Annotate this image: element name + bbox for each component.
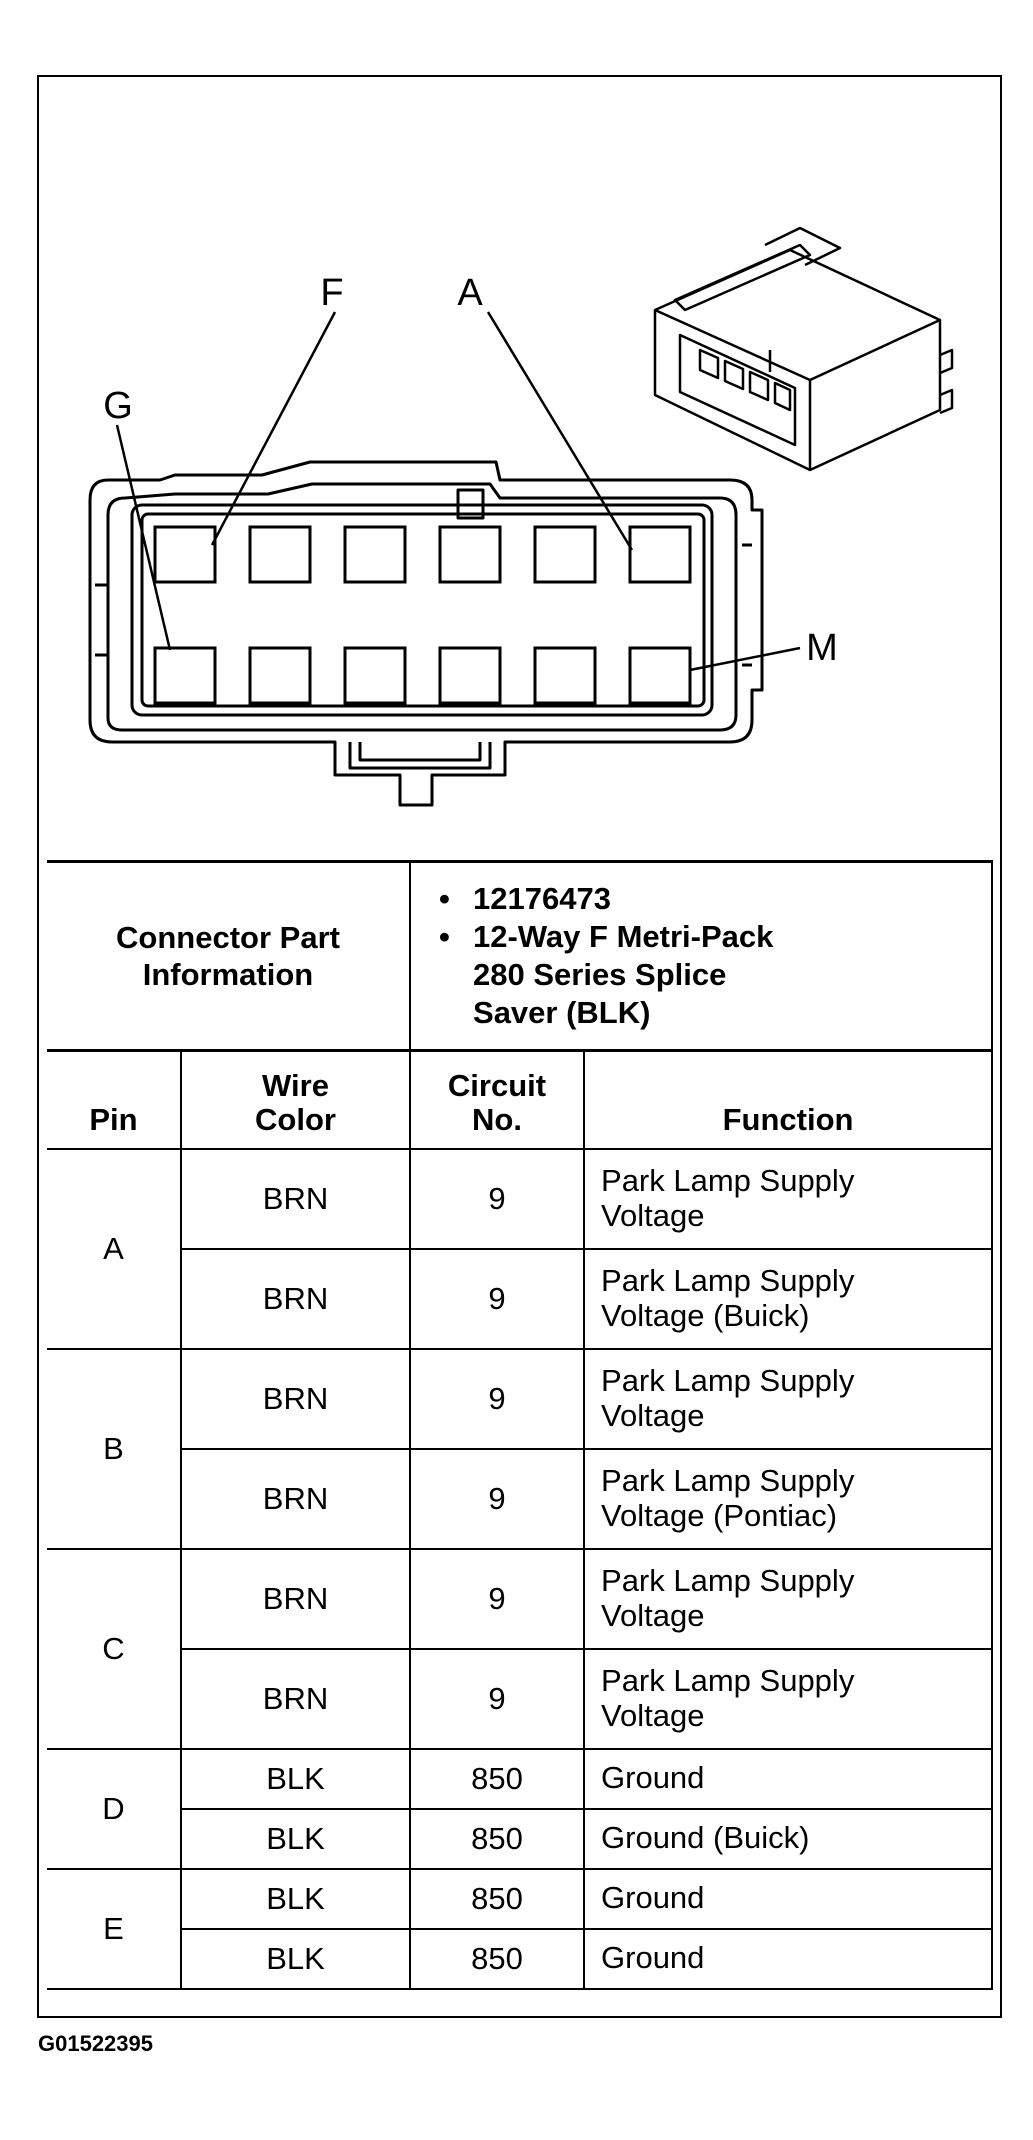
wire-color-cell: BRN [179, 1648, 411, 1750]
function-cell: Ground [583, 1748, 994, 1810]
function-cell: Ground [583, 1928, 994, 1990]
wire-color-cell: BRN [179, 1348, 411, 1450]
cavity-a [628, 525, 692, 584]
table-row: BLK 850 Ground (Buick) [47, 1808, 994, 1870]
pin-cell: D [47, 1748, 181, 1870]
connector-housing-outline [88, 460, 764, 807]
locking-tab [456, 488, 485, 520]
connector-info-label: Connector Part Information [47, 860, 411, 1052]
cavity-e [248, 525, 312, 584]
cavity-h [248, 646, 312, 705]
wire-color-cell: BLK [179, 1748, 411, 1810]
table-row: BLK 850 Ground [47, 1928, 994, 1990]
circuit-cell: 9 [409, 1648, 585, 1750]
function-cell: Ground [583, 1868, 994, 1930]
connector-isometric-icon [653, 226, 954, 472]
cavity-m [628, 646, 692, 705]
leader-a [486, 311, 634, 551]
leader-f [210, 311, 337, 546]
circuit-cell: 850 [409, 1748, 585, 1810]
wire-color-cell: BLK [179, 1928, 411, 1990]
cavity-g [153, 646, 217, 705]
pin-cell: C [47, 1548, 181, 1750]
figure-id: G01522395 [38, 2031, 153, 2056]
wire-color-cell: BRN [179, 1448, 411, 1550]
circuit-cell: 850 [409, 1868, 585, 1930]
cavity-f [153, 525, 217, 584]
function-cell: Ground (Buick) [583, 1808, 994, 1870]
bottom-latch-inner [358, 742, 482, 762]
cavity-c [438, 525, 502, 584]
table-row: E BLK 850 Ground [47, 1868, 994, 1990]
label-m: M [806, 627, 838, 669]
wire-color-cell: BLK [179, 1808, 411, 1870]
label-a: A [457, 272, 483, 314]
leader-m [689, 646, 801, 672]
table-row: D BLK 850 Ground [47, 1748, 994, 1870]
circuit-cell: 850 [409, 1928, 585, 1990]
connector-face-diagram: F A G M [88, 226, 954, 807]
wire-color-cell: BRN [179, 1148, 411, 1250]
wire-color-cell: BRN [179, 1548, 411, 1650]
circuit-cell: 9 [409, 1548, 585, 1650]
cavity-j [343, 646, 407, 705]
label-f: F [320, 272, 343, 314]
pin-cavity-frame-inner [140, 512, 706, 708]
cavity-l [533, 646, 597, 705]
label-g: G [103, 385, 133, 427]
figure-frame [37, 75, 1002, 2018]
wire-color-cell: BLK [179, 1868, 411, 1930]
cavity-b [533, 525, 597, 584]
circuit-cell: 9 [409, 1348, 585, 1450]
circuit-cell: 9 [409, 1448, 585, 1550]
connector-info-row: Connector Part Information •12176473 •12… [47, 860, 994, 1052]
cavity-d [343, 525, 407, 584]
header-function: Function [583, 1049, 994, 1150]
header-pin: Pin [47, 1049, 181, 1150]
pin-cavity-frame [130, 503, 714, 717]
pin-cell: E [47, 1868, 181, 1990]
pin-cell: B [47, 1348, 181, 1550]
wire-color-cell: BRN [179, 1248, 411, 1350]
circuit-cell: 9 [409, 1248, 585, 1350]
connector-spec-table: Connector Part Information •12176473 •12… [47, 860, 994, 1990]
leader-g [115, 424, 172, 651]
circuit-cell: 9 [409, 1148, 585, 1250]
connector-housing-inner-outline [106, 482, 738, 732]
pin-cell: A [47, 1148, 181, 1350]
part-number: •12176473 [439, 881, 611, 917]
cavity-k [438, 646, 502, 705]
circuit-cell: 850 [409, 1808, 585, 1870]
bottom-latch [348, 742, 492, 770]
